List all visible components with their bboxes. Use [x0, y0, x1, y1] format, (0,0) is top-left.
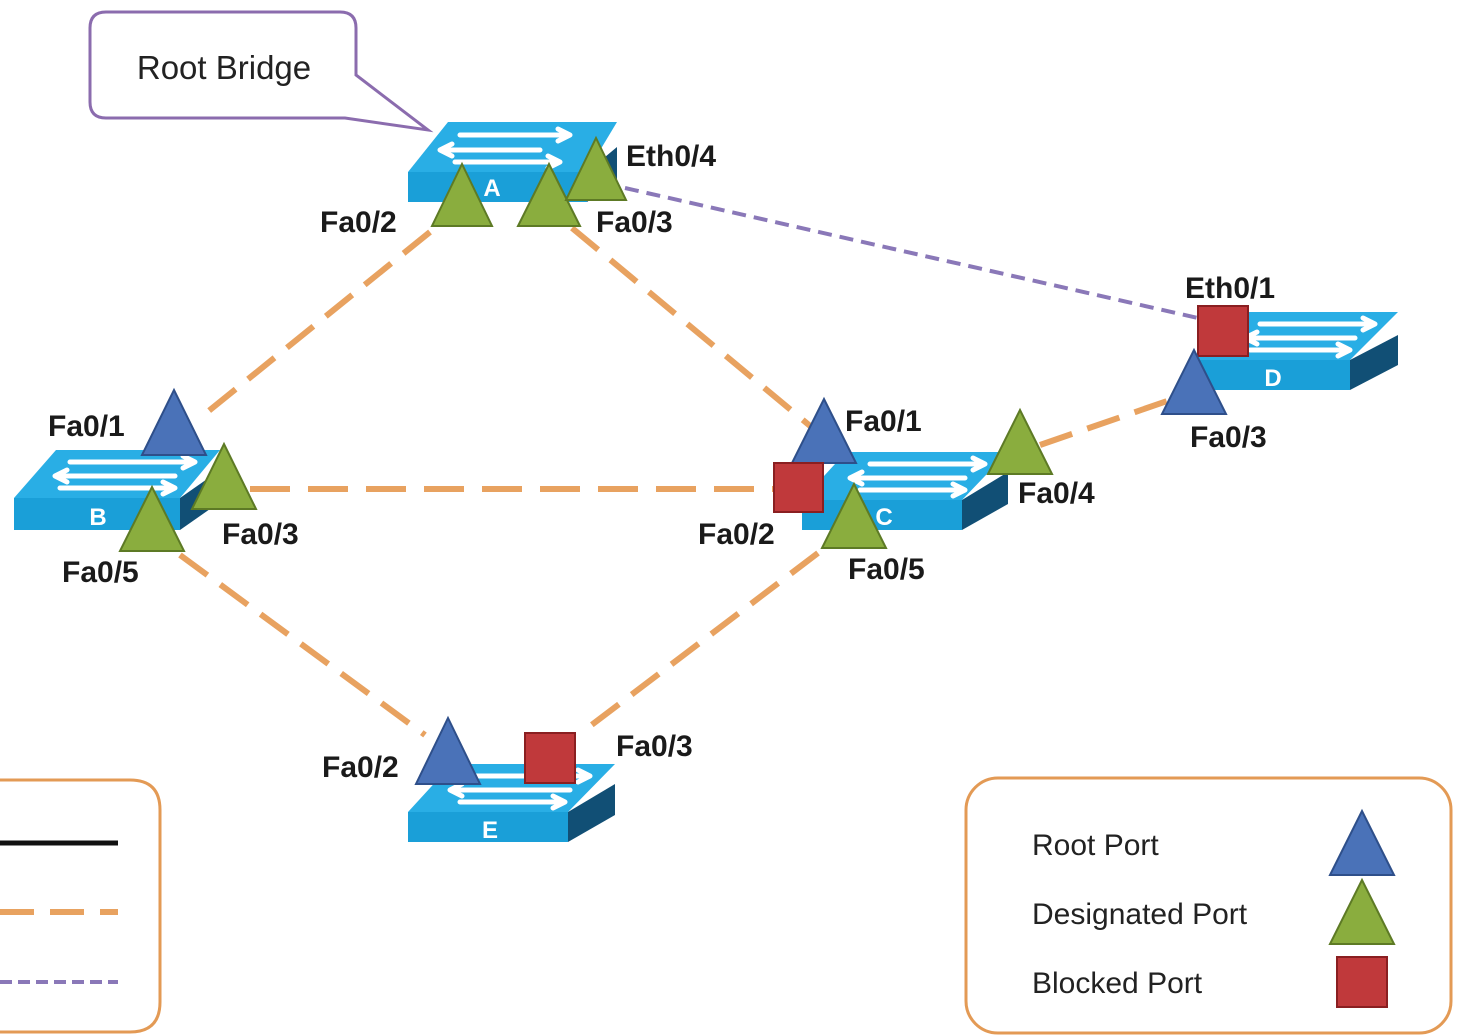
root-bridge-callout: Root Bridge: [88, 10, 434, 133]
port-label-e-fa02: Fa0/2: [322, 751, 399, 784]
link-a-d: [624, 186, 1199, 320]
link-type-legend: [0, 778, 162, 1034]
designated-port-icon: [820, 481, 888, 549]
legend-designated-port-text: Designated Port: [1032, 898, 1248, 931]
switch-a-letter: A: [483, 175, 500, 202]
callout-text: Root Bridge: [137, 49, 311, 86]
designated-port-icon: [564, 135, 628, 201]
legend-blocked-port-text: Blocked Port: [1032, 967, 1203, 1000]
port-label-b-fa01: Fa0/1: [48, 410, 125, 443]
blocked-port-icon: [1336, 956, 1388, 1008]
designated-port-icon: [430, 161, 494, 227]
port-label-b-fa03: Fa0/3: [222, 518, 299, 551]
link-a-b: [198, 229, 432, 421]
switch-e-letter: E: [482, 817, 498, 844]
designated-port-icon: [986, 407, 1054, 475]
blocked-port-icon: [773, 462, 824, 513]
switch-arrows-icon: [847, 455, 988, 499]
links: [178, 186, 1199, 738]
port-label-c-fa05: Fa0/5: [848, 553, 925, 586]
root-port-icon: [414, 715, 482, 785]
port-role-legend: Root Port Designated Port Blocked Port: [964, 776, 1453, 1035]
designated-port-icon: [1328, 877, 1396, 945]
port-label-a-eth04: Eth0/4: [626, 140, 716, 173]
root-port-icon: [1160, 347, 1228, 415]
port-label-e-fa03: Fa0/3: [616, 730, 693, 763]
link-b-e: [178, 552, 427, 738]
blocked-port-icon: [524, 732, 576, 784]
link-a-c: [570, 225, 817, 433]
switch-arrows-icon: [437, 126, 573, 171]
legend-root-port-text: Root Port: [1032, 829, 1159, 862]
designated-port-icon: [118, 484, 186, 552]
switch-d-letter: D: [1264, 365, 1281, 392]
port-markers: [118, 135, 1249, 785]
port-label-c-fa04: Fa0/4: [1018, 477, 1095, 510]
switch-arrows-icon: [52, 453, 198, 497]
port-label-a-fa02: Fa0/2: [320, 206, 397, 239]
designated-port-icon: [190, 441, 258, 510]
port-labels: Eth0/4 Fa0/2 Fa0/3 Fa0/1 Fa0/3 Fa0/5 Fa0…: [48, 140, 1275, 784]
root-port-icon: [140, 387, 208, 456]
port-label-c-fa02: Fa0/2: [698, 518, 775, 551]
root-port-icon: [1328, 808, 1396, 876]
port-label-d-eth01: Eth0/1: [1185, 272, 1275, 305]
port-label-d-fa03: Fa0/3: [1190, 421, 1267, 454]
link-c-d: [1039, 397, 1171, 448]
port-label-b-fa05: Fa0/5: [62, 556, 139, 589]
designated-port-icon: [516, 161, 582, 227]
switch-b-letter: B: [89, 504, 106, 531]
switch-b[interactable]: B: [14, 450, 220, 531]
port-label-c-fa01: Fa0/1: [845, 405, 922, 438]
link-c-e: [583, 550, 820, 733]
switch-c-letter: C: [875, 504, 892, 531]
blocked-port-icon: [1197, 305, 1249, 357]
port-label-a-fa03: Fa0/3: [596, 206, 673, 239]
